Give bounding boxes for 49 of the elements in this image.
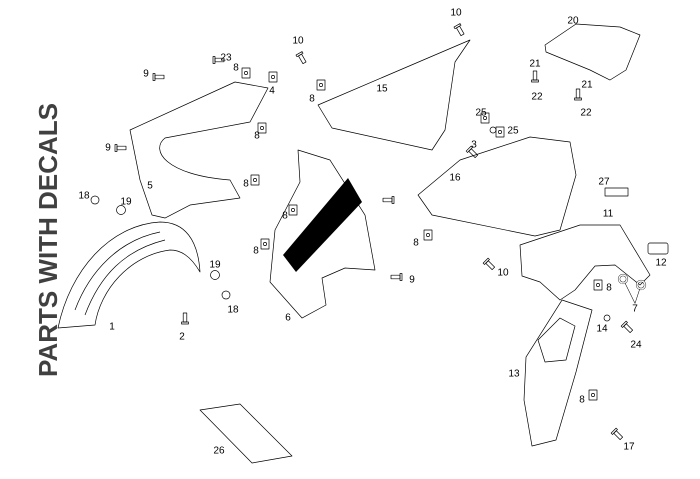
callout-number: 18 xyxy=(228,305,238,313)
washer xyxy=(618,274,628,284)
callout-number: 8 xyxy=(234,63,238,71)
callout-number: 8 xyxy=(580,395,584,403)
callout-number: 8 xyxy=(310,94,314,102)
callout-number: 1 xyxy=(110,322,114,330)
callout-number: 10 xyxy=(293,36,304,44)
callout-number: 9 xyxy=(410,275,414,283)
callout-number: 7 xyxy=(632,304,638,312)
leader-line xyxy=(624,282,636,304)
callout-number: 20 xyxy=(568,16,578,24)
callout-number: 10 xyxy=(498,268,508,276)
callout-number: 21 xyxy=(582,80,592,88)
callout-number: 8 xyxy=(606,283,612,291)
callout-number: 25 xyxy=(476,108,486,116)
callout-number: 10 xyxy=(451,8,462,16)
callout-number: 8 xyxy=(244,179,248,187)
callout-number: 5 xyxy=(148,182,152,188)
callout-number: 25 xyxy=(508,126,518,134)
callout-number: 18 xyxy=(79,191,90,199)
callout-number: 11 xyxy=(604,210,613,216)
callout-number: 8 xyxy=(254,131,260,139)
callout-number: 21 xyxy=(530,60,540,66)
washer xyxy=(636,280,646,290)
callout-number: 15 xyxy=(377,84,388,92)
callout-number: 24 xyxy=(630,340,642,348)
callout-number: 13 xyxy=(509,369,520,377)
callout-number: 17 xyxy=(624,442,634,450)
callout-number: 3 xyxy=(472,140,476,148)
callout-number: 14 xyxy=(597,324,608,332)
callout-number: 2 xyxy=(180,332,184,340)
callout-number: 22 xyxy=(532,92,542,100)
leader-line xyxy=(634,288,640,304)
callout-number: 9 xyxy=(106,143,110,151)
callout-number: 19 xyxy=(210,260,220,268)
title: PARTS WITH DECALS xyxy=(38,104,58,376)
callout-number: 16 xyxy=(450,173,460,181)
callout-number: 4 xyxy=(269,86,274,94)
callout-number: 6 xyxy=(286,313,290,321)
callout-number: 19 xyxy=(121,197,132,205)
callout-number: 8 xyxy=(414,238,418,246)
callout-number: 22 xyxy=(580,108,592,116)
callout-number: 27 xyxy=(598,178,610,184)
callout-number: 8 xyxy=(282,211,288,219)
callout-number: 26 xyxy=(214,446,224,454)
callout-number: 8 xyxy=(254,246,258,254)
callout-number: 23 xyxy=(220,53,232,61)
callout-number: 9 xyxy=(144,69,148,77)
callout-number: 12 xyxy=(656,258,666,266)
